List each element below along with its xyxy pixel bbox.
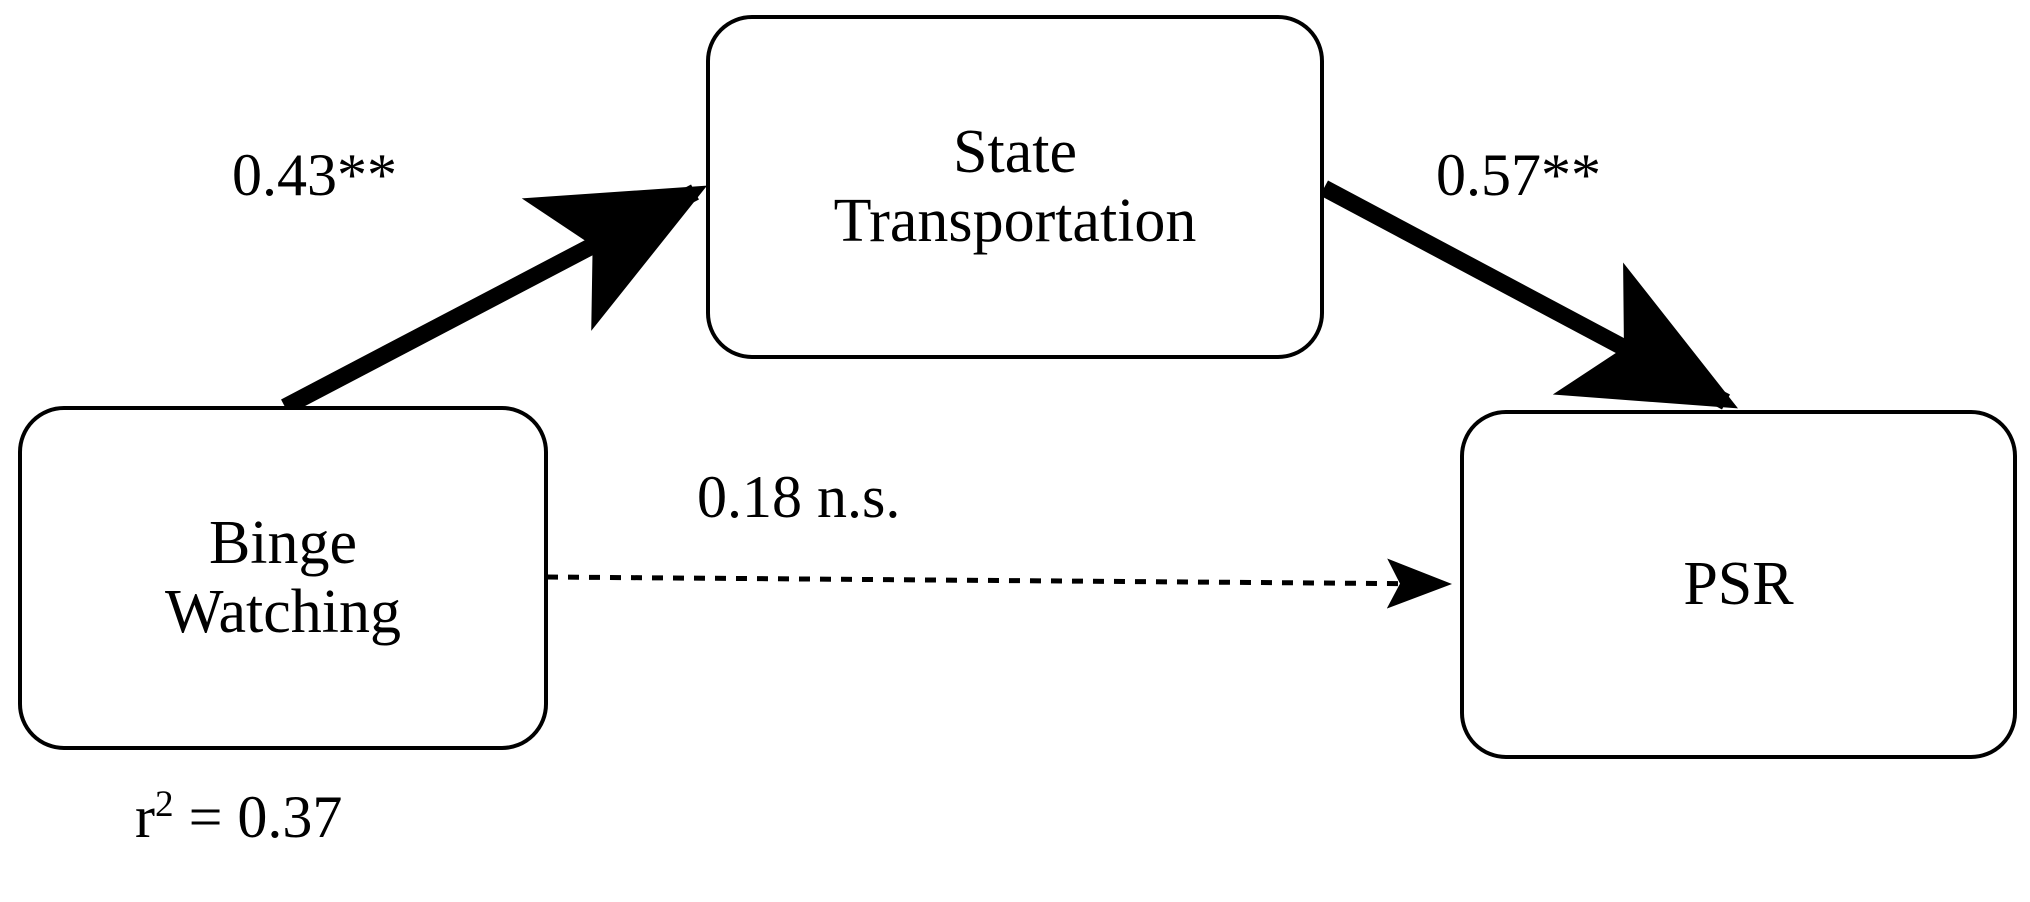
edge-c-path-arrow [546, 558, 1452, 609]
edge-label-a-path: 0.43** [232, 142, 397, 208]
node-psr-label: PSR [1683, 549, 1794, 618]
node-state-transportation-label: State Transportation [833, 117, 1197, 255]
r-squared-symbol: r [135, 784, 155, 850]
r-squared-exponent: 2 [154, 784, 174, 825]
edge-label-c-path: 0.18 n.s. [697, 464, 901, 530]
node-binge-watching-label: Binge Watching [164, 508, 402, 646]
r-squared-equals: = [173, 784, 238, 850]
node-psr[interactable]: PSR [1460, 410, 2017, 759]
edge-b-path-arrow [1320, 180, 1739, 410]
node-binge-watching[interactable]: Binge Watching [18, 406, 548, 750]
node-state-transportation[interactable]: State Transportation [706, 15, 1324, 359]
r-squared-annotation: r2 = 0.37 [135, 784, 343, 850]
edge-a-path-arrow [281, 184, 708, 415]
edge-label-b-path: 0.57** [1436, 142, 1601, 208]
r-squared-value: 0.37 [237, 784, 343, 850]
